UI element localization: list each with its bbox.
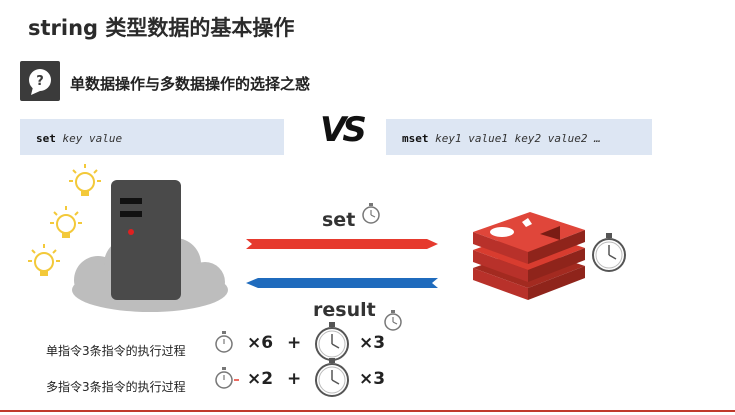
- lightbulb-icon: [28, 244, 60, 276]
- left-code-args: key value: [62, 132, 123, 145]
- redis-logo-icon: [473, 212, 585, 300]
- stopwatch-icon: [384, 310, 402, 331]
- row2-right-mult: ×3: [359, 369, 386, 389]
- lightbulb-icon: [50, 206, 82, 238]
- row1-left-mult: ×6: [247, 333, 274, 353]
- row2-left-mult: ×2: [247, 369, 274, 389]
- right-code-box: mset key1 value1 key2 value2 …: [386, 119, 652, 155]
- diagram-area: [28, 164, 626, 331]
- stopwatch-icon: [315, 358, 349, 397]
- stopwatch-icon: [362, 203, 380, 224]
- left-code-cmd: set: [36, 132, 56, 145]
- bottom-rule: [0, 410, 735, 412]
- row1-right-mult: ×3: [359, 333, 386, 353]
- red-arrow: [246, 239, 438, 249]
- server-icon: [111, 180, 181, 300]
- stopwatch-icon: [215, 331, 233, 353]
- lightbulb-icon: [69, 164, 101, 196]
- left-code-box: set key value: [20, 119, 284, 155]
- think-icon: ?: [20, 61, 60, 101]
- blue-arrow: [246, 278, 438, 288]
- vs-label: VS: [320, 110, 367, 150]
- row2-plus: +: [287, 369, 302, 389]
- stopwatch-icon: [215, 367, 239, 389]
- arrow-top-label: set: [322, 209, 356, 231]
- svg-text:?: ?: [36, 74, 44, 89]
- subtitle: 单数据操作与多数据操作的选择之惑: [70, 75, 311, 93]
- row1-plus: +: [287, 333, 302, 353]
- right-code-cmd: mset: [402, 132, 429, 145]
- slide-title: string 类型数据的基本操作: [28, 16, 295, 40]
- arrow-bottom-label: result: [313, 299, 376, 321]
- stopwatch-icon: [592, 233, 626, 272]
- row1-label: 单指令3条指令的执行过程: [46, 344, 186, 358]
- right-code-args: key1 value1 key2 value2 …: [435, 132, 601, 145]
- row2-label: 多指令3条指令的执行过程: [46, 380, 186, 394]
